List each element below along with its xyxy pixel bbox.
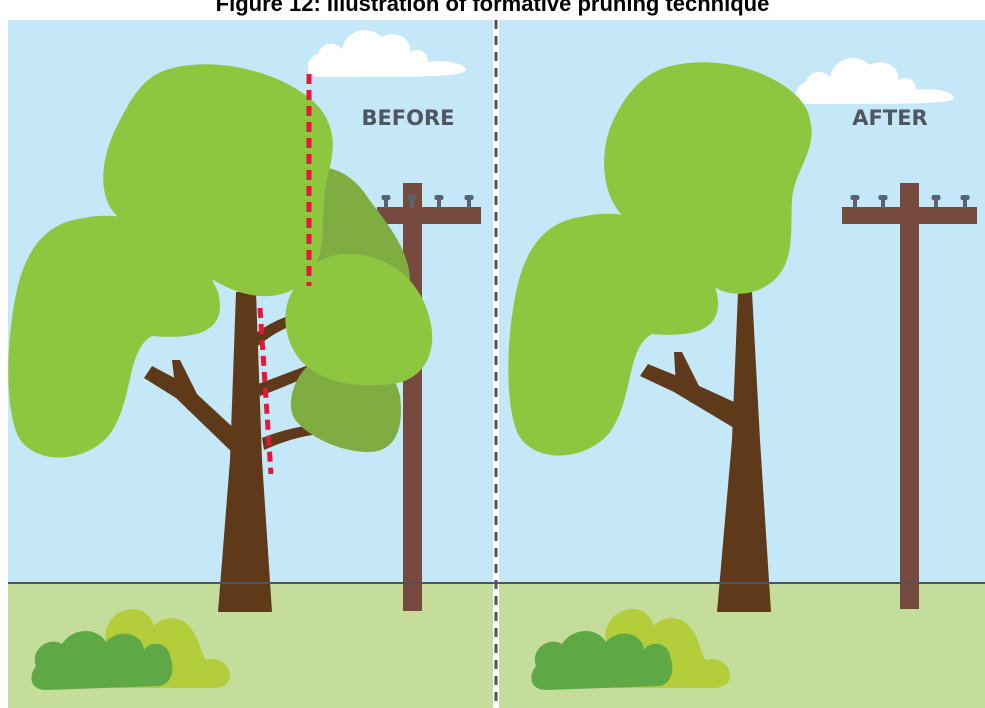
figure-title: Figure 12: Illustration of formative pru…	[0, 0, 985, 17]
before-label: BEFORE	[361, 106, 454, 130]
before-panel: BEFORE	[8, 20, 493, 708]
after-panel: AFTER	[499, 20, 985, 708]
after-label: AFTER	[852, 106, 927, 130]
